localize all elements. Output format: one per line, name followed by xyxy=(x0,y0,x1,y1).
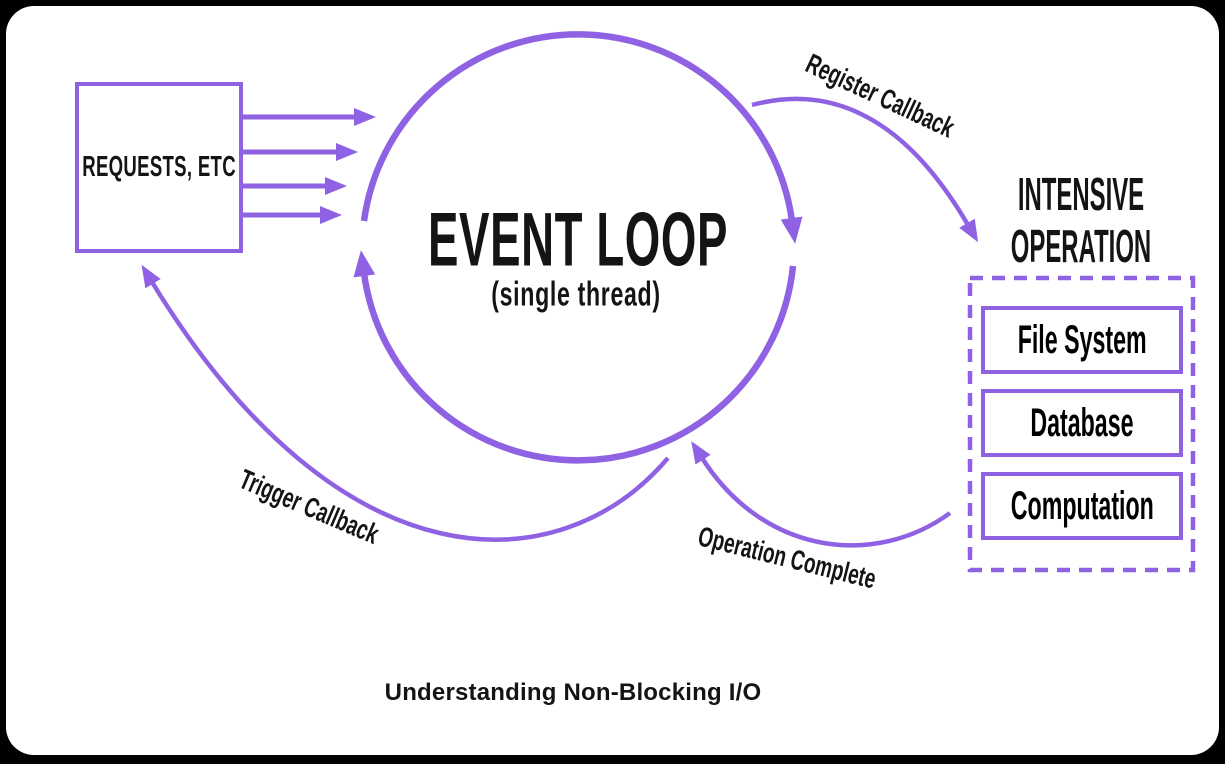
file-system-box: File System xyxy=(981,306,1183,374)
intensive-operation-title: INTENSIVE OPERATION xyxy=(1011,168,1151,272)
trigger-callback-arrow xyxy=(141,264,670,542)
operation-complete-arrow xyxy=(691,441,952,548)
computation-box: Computation xyxy=(981,472,1183,540)
register-callback-arrow xyxy=(751,96,979,243)
file-system-label: File System xyxy=(1017,317,1147,362)
requests-box-label: REQUESTS, ETC xyxy=(82,151,236,183)
database-box: Database xyxy=(981,389,1183,457)
event-loop-subtitle: (single thread) xyxy=(491,275,661,314)
intensive-operation-title-line2: OPERATION xyxy=(1010,220,1152,272)
event-loop-circle-bottom-arc xyxy=(353,250,797,464)
diagram-caption: Understanding Non-Blocking I/O xyxy=(384,679,762,706)
event-loop-title: EVENT LOOP xyxy=(428,197,728,283)
event-loop-circle-top-arc xyxy=(360,31,803,244)
computation-label: Computation xyxy=(1010,483,1154,528)
database-label: Database xyxy=(1030,400,1134,445)
requests-box: REQUESTS, ETC xyxy=(75,82,243,253)
intensive-operation-title-line1: INTENSIVE xyxy=(1017,168,1145,220)
intensive-operation-dashed-border xyxy=(967,275,1196,573)
